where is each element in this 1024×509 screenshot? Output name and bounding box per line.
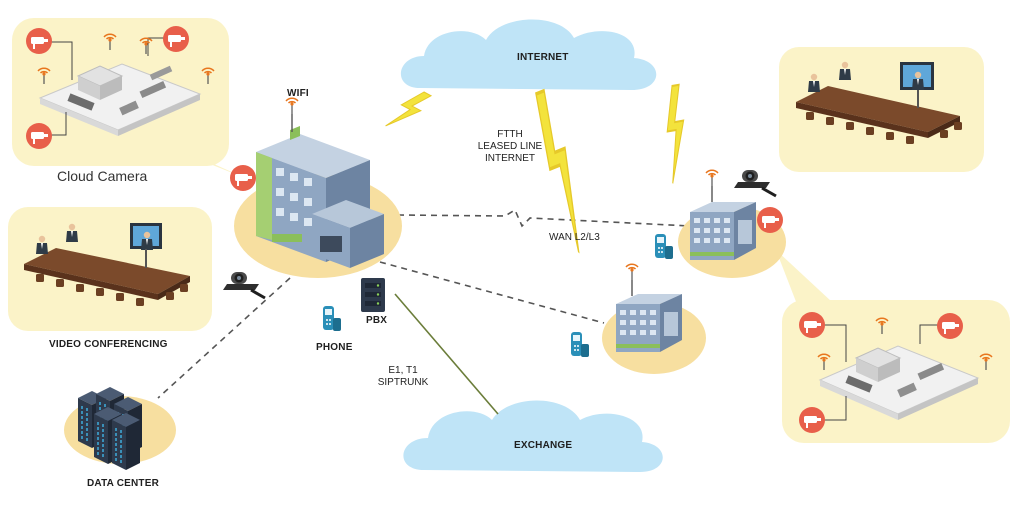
pbx-icon [361,278,385,312]
building-icon [256,126,384,268]
lightning-icon [655,83,697,185]
pbx-label: PBX [366,315,388,326]
video-conferencing-label: VIDEO CONFERENCING [49,339,168,350]
branch-building-lower [571,263,706,374]
camera-icon [799,407,825,433]
wan-label: WAN L2/L3 [549,232,600,243]
camera-icon [163,26,189,52]
lightning-icon [516,89,607,255]
wifi-icon [285,97,299,115]
internet-cloud-label: INTERNET [517,52,569,63]
cloud-camera-label: Cloud Camera [57,168,148,184]
e1-t1-line: E1, T1 [388,365,418,376]
wifi-icon [625,263,639,281]
cloud-camera-panel-left [12,18,245,178]
camera-icon [757,207,783,233]
lightning-icon [385,83,432,139]
building-icon [616,294,682,352]
building-icon [690,202,756,260]
data-center [64,386,176,471]
exchange-cloud-label: EXCHANGE [514,440,573,451]
cloud-camera-panel-right [776,250,1010,443]
leased-line-line: LEASED LINE [477,141,543,152]
conference-table-icon [796,61,962,144]
floorplan-icon [38,63,202,136]
camera-icon [799,312,825,338]
camera-icon [26,28,52,54]
phone-icon [571,332,589,357]
ftth-line: FTTH [497,129,523,140]
camera-icon [26,123,52,149]
phone-icon [655,234,673,259]
e1-label-block: E1, T1 SIPTRUNK [372,365,434,389]
connections [157,208,691,399]
branch-building-upper [655,168,786,278]
video-conference-panel-right [779,47,984,172]
ptz-camera-icon [221,270,267,300]
cloud-icon [400,19,657,90]
exchange-link [394,293,499,415]
siptrunk-line: SIPTRUNK [377,377,429,388]
wifi-label: WIFI [287,88,309,99]
conference-table-icon [24,223,190,306]
internet-line: INTERNET [485,153,535,164]
wifi-icon [705,169,719,187]
ptz-camera-icon [732,168,778,198]
video-conference-panel-left [8,207,212,331]
camera-icon [937,313,963,339]
main-building [221,97,402,300]
cloud-icon [403,400,663,472]
phone-icon [323,306,341,331]
phone-label: PHONE [316,342,353,353]
server-rack-icon [111,412,141,471]
data-center-label: DATA CENTER [87,478,160,489]
camera-icon [230,165,256,191]
floorplan-icon [818,345,980,420]
ftth-label-block: FTTH LEASED LINE INTERNET [470,129,550,165]
